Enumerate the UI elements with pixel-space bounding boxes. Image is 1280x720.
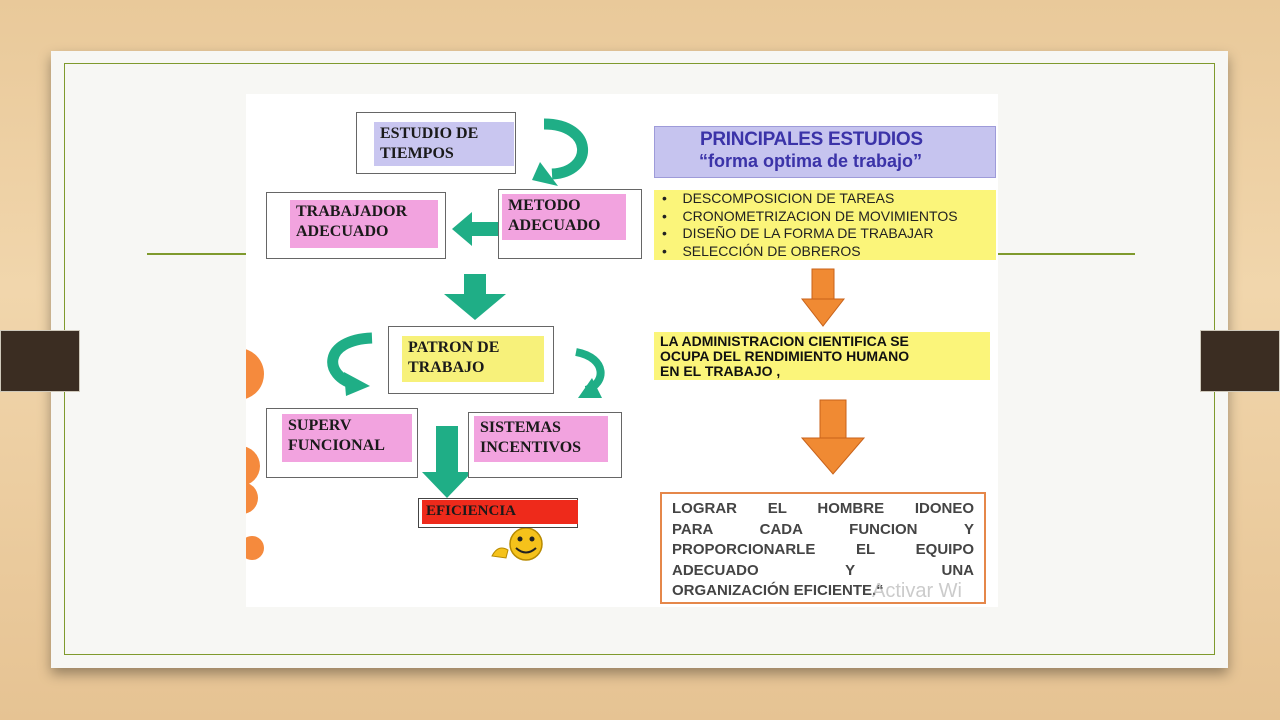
decor-circle — [246, 446, 260, 486]
studies-list: • DESCOMPOSICION DE TAREAS • CRONOMETRIZ… — [654, 190, 996, 260]
curved-arrow-icon — [532, 118, 588, 186]
header-title: PRINCIPALES ESTUDIOS — [700, 129, 923, 150]
right-tab — [1200, 330, 1280, 392]
orange-down-arrow-icon — [800, 399, 866, 475]
orange-down-arrow-icon — [800, 268, 846, 327]
smiley-icon — [491, 527, 543, 561]
curved-arrow-icon — [574, 348, 605, 398]
study-item: • DISEÑO DE LA FORMA DE TRABAJAR — [662, 225, 934, 241]
goal-box: LOGRAR EL HOMBRE IDONEO PARA CADA FUNCIO… — [660, 492, 986, 604]
statement-box: LA ADMINISTRACION CIENTIFICA SE OCUPA DE… — [654, 332, 990, 380]
divider-right — [998, 253, 1135, 255]
curved-arrow-icon — [327, 332, 373, 396]
eficiencia-label: EFICIENCIA — [422, 500, 578, 524]
left-tab — [0, 330, 80, 392]
decor-circle — [246, 536, 264, 560]
header-subtitle: “forma optima de trabajo” — [699, 151, 923, 171]
divider-left — [147, 253, 247, 255]
study-item: • CRONOMETRIZACION DE MOVIMIENTOS — [662, 207, 958, 224]
activation-watermark: Activar Wi — [872, 580, 962, 602]
decor-layer — [246, 118, 866, 561]
decor-circle — [246, 482, 258, 514]
principales-estudios-header: PRINCIPALES ESTUDIOS “forma optima de tr… — [654, 126, 996, 178]
down-arrow-icon — [422, 426, 472, 498]
study-item: • DESCOMPOSICION DE TAREAS — [662, 190, 895, 206]
left-arrow-icon — [452, 212, 500, 246]
decor-circle — [246, 349, 264, 399]
down-arrow-icon — [444, 274, 506, 320]
study-item: • SELECCIÓN DE OBREROS — [662, 242, 861, 259]
